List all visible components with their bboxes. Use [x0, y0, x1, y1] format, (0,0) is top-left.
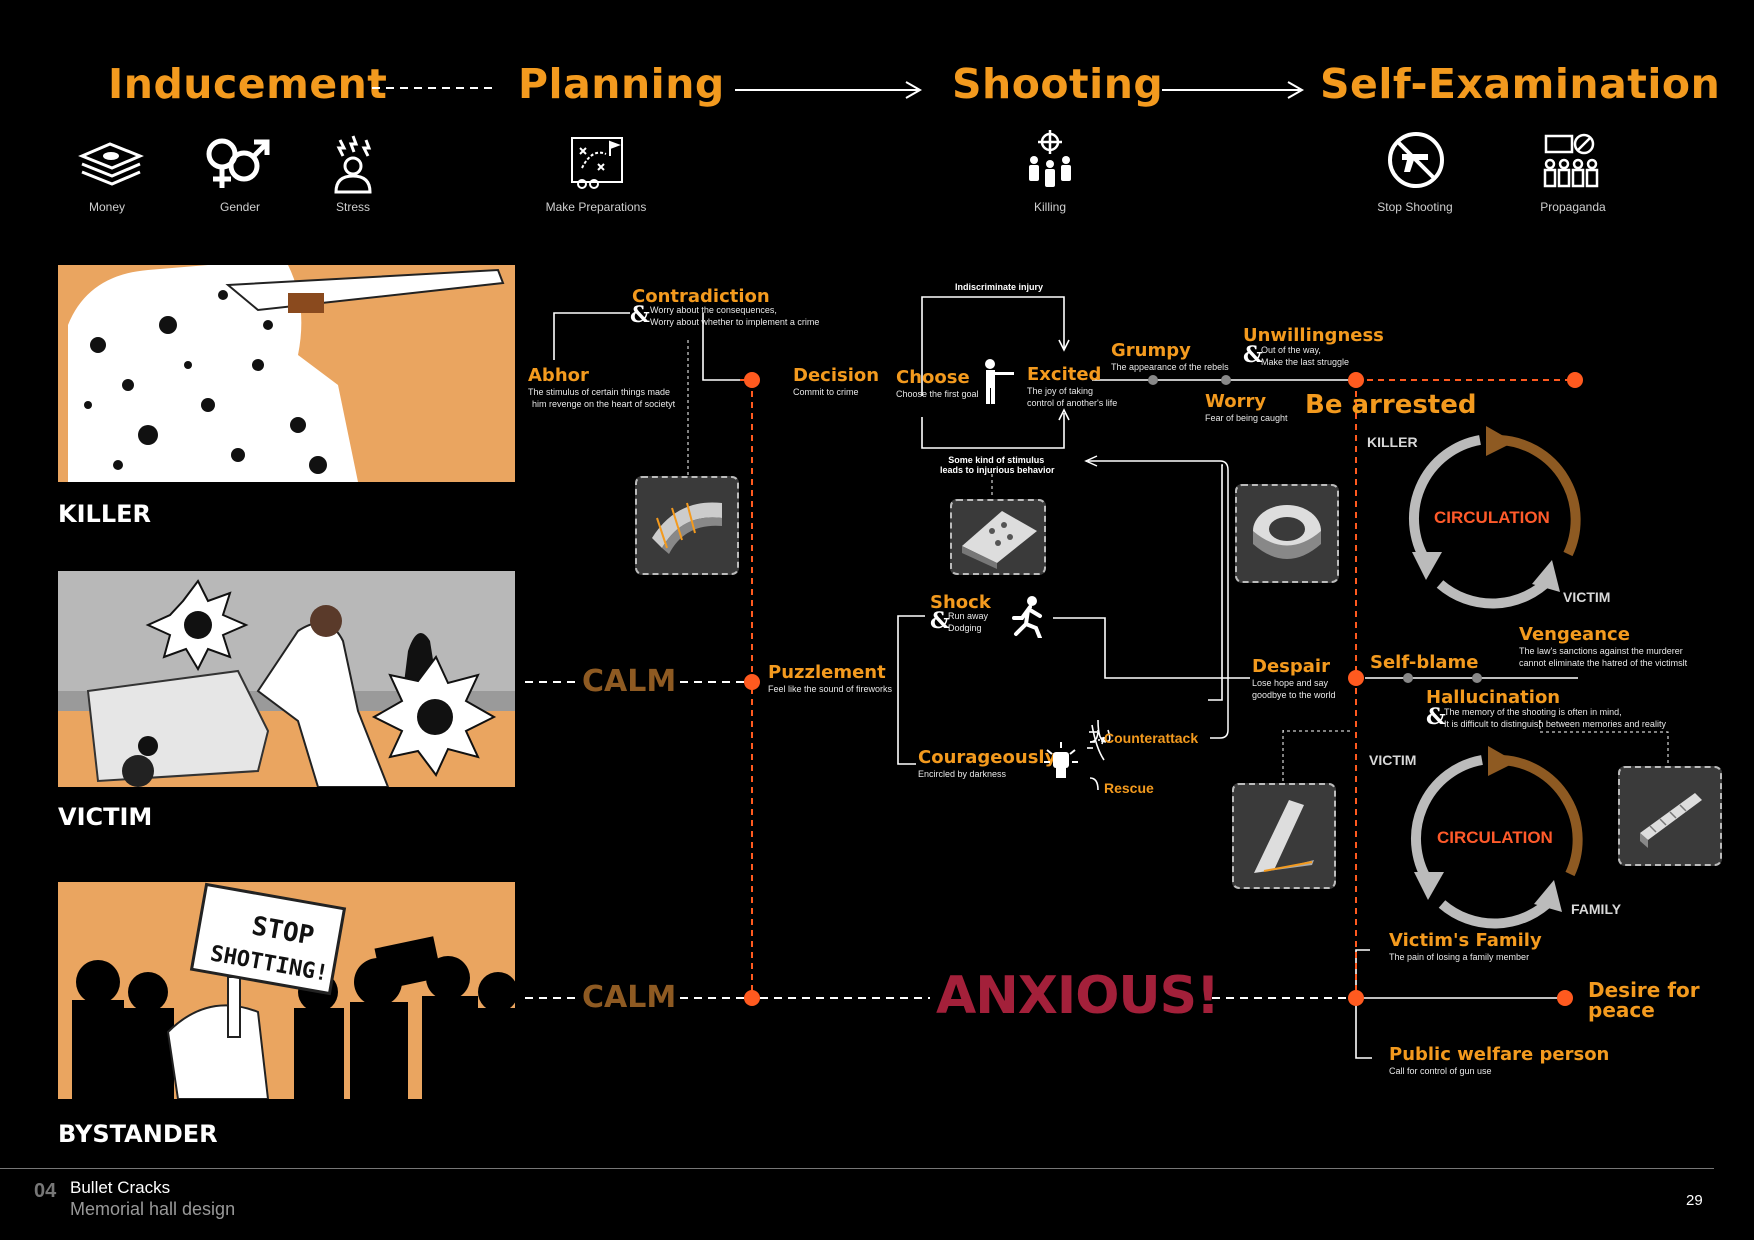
footer-divider: [0, 1168, 1714, 1169]
role-bystander: BYSTANDER: [58, 1120, 218, 1148]
killing-label: Killing: [1033, 200, 1066, 214]
gender-label: Gender: [219, 200, 261, 214]
circulation-cycle-bottom: [1411, 746, 1583, 929]
victim-illustration: [58, 571, 515, 787]
node-public-welfare: Public welfare person Call for control o…: [1389, 1044, 1610, 1076]
node-rescue: Rescue: [1104, 780, 1154, 796]
footer-subtitle: Memorial hall design: [70, 1199, 236, 1219]
phase-shooting: Shooting: [952, 60, 1164, 108]
model-tile-stairs: [1618, 766, 1722, 866]
model-tile-blade: [1232, 783, 1336, 889]
cycle-top-killer: KILLER: [1367, 434, 1418, 450]
hallucination-desc: & The memory of the shooting is often in…: [1426, 704, 1666, 730]
node-hallucination: Hallucination: [1426, 687, 1561, 708]
gender-icon: [206, 138, 270, 188]
no-gun-icon: [1388, 132, 1444, 188]
running-person-icon: [1012, 596, 1042, 638]
node-unwillingness: Unwillingness: [1243, 325, 1384, 346]
target-crowd-icon: [1029, 130, 1071, 187]
raised-fist-icon: [1044, 742, 1078, 778]
node-counterattack: Counterattack: [1104, 730, 1199, 746]
node-choose: Choose Choose the first goal: [896, 367, 979, 399]
propaganda-label: Propaganda: [1540, 200, 1606, 214]
stop-shooting-label: Stop Shooting: [1377, 200, 1453, 214]
node-victims-family: Victim's Family The pain of losing a fam…: [1389, 930, 1542, 962]
indiscriminate-injury-label: Indiscriminate injury: [955, 282, 1044, 292]
node-despair: Despair Lose hope and say goodbye to the…: [1252, 656, 1336, 700]
stimulus-label: Some kind of stimulus leads to injurious…: [940, 455, 1055, 475]
plan-board-icon: [571, 137, 623, 189]
bystander-illustration: STOP SHOTTING!: [58, 882, 515, 1099]
node-puzzlement: Puzzlement Feel like the sound of firewo…: [768, 662, 893, 694]
contradiction-desc: & Worry about the consequences, Worry ab…: [630, 302, 820, 328]
role-killer: KILLER: [58, 500, 151, 528]
mood-anxious: ANXIOUS!: [936, 966, 1220, 1026]
node-be-arrested: Be arrested: [1305, 390, 1477, 420]
killer-illustration: [58, 265, 515, 482]
circulation-bottom-label: CIRCULATION: [1437, 828, 1553, 847]
circulation-cycle-top: [1409, 426, 1581, 609]
page-number: 29: [1686, 1192, 1703, 1209]
node-decision: Decision Commit to crime: [793, 365, 880, 397]
circulation-top-label: CIRCULATION: [1434, 508, 1550, 527]
mood-calm-victim: CALM: [582, 664, 677, 699]
preparations-label: Make Preparations: [545, 200, 647, 214]
phase-inducement: Inducement: [108, 60, 388, 108]
cycle-bottom-family: FAMILY: [1571, 901, 1622, 917]
propaganda-icon: [1543, 133, 1599, 188]
node-courageously: Courageously Encircled by darkness: [918, 747, 1057, 779]
phase-planning: Planning: [518, 60, 725, 108]
node-abhor: Abhor The stimulus of certain things mad…: [528, 365, 676, 409]
money-label: Money: [88, 200, 126, 214]
mood-calm-bystander: CALM: [582, 980, 677, 1015]
node-desire-for-peace: Desire for peace: [1588, 978, 1700, 1022]
node-grumpy: Grumpy The appearance of the rebels: [1111, 340, 1229, 372]
model-tile-curved-walls: [635, 476, 739, 575]
footer-title: Bullet Cracks: [70, 1178, 171, 1197]
unwillingness-desc: & Out of the way, Make the last struggle: [1243, 342, 1350, 368]
stress-person-icon: [334, 135, 372, 194]
node-contradiction: Contradiction: [632, 286, 770, 307]
money-stack-icon: [78, 142, 144, 186]
role-victim: VICTIM: [58, 803, 153, 831]
node-self-blame: Self-blame: [1370, 652, 1479, 673]
cycle-bottom-victim: VICTIM: [1369, 752, 1417, 768]
node-worry: Worry Fear of being caught: [1205, 391, 1288, 423]
phase-self-examination: Self-Examination: [1320, 60, 1721, 108]
shock-desc: & Run away Dodging: [930, 608, 989, 634]
stress-label: Stress: [335, 200, 370, 214]
node-vengeance: Vengeance The law's sanctions against th…: [1519, 624, 1688, 668]
node-excited: Excited The joy of taking control of ano…: [1027, 364, 1118, 408]
cycle-top-victim: VICTIM: [1563, 589, 1611, 605]
footer-number: 04: [34, 1180, 57, 1202]
node-shock: Shock: [930, 592, 991, 613]
shooter-icon: [985, 359, 1014, 404]
model-tile-ring: [1235, 484, 1339, 583]
model-tile-slab: [950, 499, 1046, 575]
